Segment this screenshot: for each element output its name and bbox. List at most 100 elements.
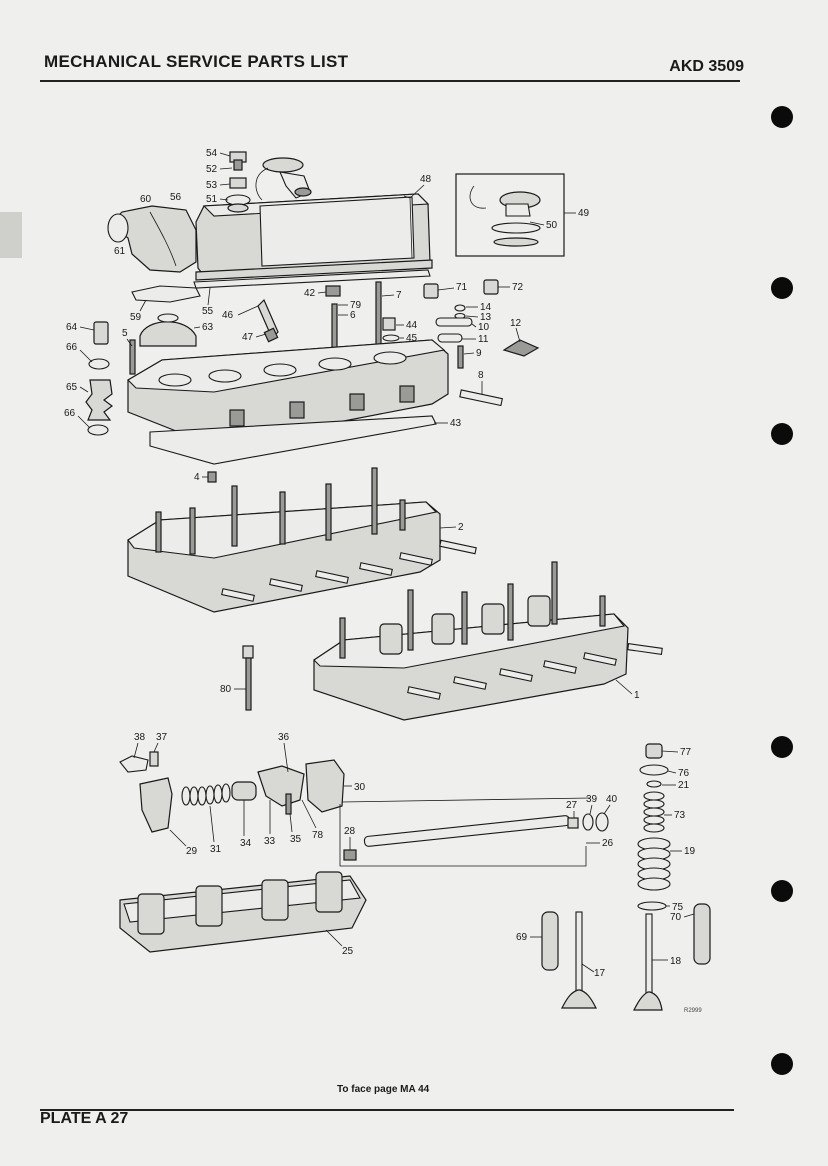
- binder-hole: [771, 880, 793, 902]
- water-outlet-elbow: [107, 205, 197, 273]
- callout: 34: [240, 838, 252, 849]
- callout: 13: [480, 312, 492, 323]
- callout-labels: 54 52 53 51 48 60 56 61 49 50 55 46 59 4…: [64, 148, 702, 1014]
- callout: 9: [476, 348, 482, 359]
- callout: 19: [684, 846, 696, 857]
- callout: 66: [64, 408, 76, 419]
- callout: 70: [670, 912, 682, 923]
- callout: 79: [350, 300, 362, 311]
- callout: 35: [290, 834, 302, 845]
- page-title: MECHANICAL SERVICE PARTS LIST: [44, 52, 349, 71]
- callout: 27: [566, 800, 578, 811]
- callout: 65: [66, 382, 78, 393]
- callout: 71: [456, 282, 468, 293]
- callout: 26: [602, 838, 614, 849]
- spark-plug: [257, 298, 279, 343]
- footer-rule: [40, 1109, 734, 1111]
- cover-nut-stack: [225, 151, 251, 213]
- callout: 30: [354, 782, 366, 793]
- callout: 12: [510, 318, 522, 329]
- rocker-shaft-assembly: [119, 871, 367, 953]
- callout: 76: [678, 768, 690, 779]
- callout: 72: [512, 282, 524, 293]
- binder-hole: [771, 1053, 793, 1075]
- facing-page-note: To face page MA 44: [337, 1084, 430, 1095]
- cylinder-head-assembled: [127, 339, 449, 483]
- valve-guides: [541, 903, 711, 971]
- callout: 78: [312, 830, 324, 841]
- callout: 5: [122, 328, 128, 339]
- binder-hole: [771, 736, 793, 758]
- callout: 80: [220, 684, 232, 695]
- callout: 40: [606, 794, 618, 805]
- rocker-cover: [195, 193, 433, 281]
- callout: 52: [206, 164, 218, 175]
- callout: 69: [516, 932, 528, 943]
- hose-and-clips: [85, 321, 113, 436]
- callout: 75: [672, 902, 684, 913]
- callout: 46: [222, 310, 234, 321]
- callout: 59: [130, 312, 142, 323]
- callout: 60: [140, 194, 152, 205]
- callout: 61: [114, 246, 126, 257]
- thermostat: [139, 313, 197, 347]
- callout: 48: [420, 174, 432, 185]
- callout: 7: [396, 290, 402, 301]
- edge-tab: [0, 212, 22, 258]
- callout: 18: [670, 956, 682, 967]
- callout: 53: [206, 180, 218, 191]
- valves: [561, 911, 663, 1011]
- callout: 28: [344, 826, 356, 837]
- callout: 11: [478, 334, 489, 345]
- callout: 77: [680, 747, 692, 758]
- callout: 10: [478, 322, 490, 333]
- callout: 43: [450, 418, 462, 429]
- callout: 56: [170, 192, 182, 203]
- callout: 44: [406, 320, 418, 331]
- binder-hole: [771, 277, 793, 299]
- callout: 54: [206, 148, 218, 159]
- head-bolt: [242, 645, 254, 711]
- callout: 6: [350, 310, 356, 321]
- callout: 14: [480, 302, 492, 313]
- binder-hole: [771, 423, 793, 445]
- callout: 17: [594, 968, 606, 979]
- callout: 66: [66, 342, 78, 353]
- diagram-reference: R2999: [684, 1008, 702, 1014]
- valve-spring-stack: [637, 743, 671, 911]
- callout: 36: [278, 732, 290, 743]
- oil-filler-cap: [255, 157, 312, 201]
- callout: 45: [406, 333, 418, 344]
- callout: 25: [342, 946, 354, 957]
- cover-gasket-strip: [193, 269, 431, 289]
- callout: 55: [202, 306, 214, 317]
- callout: 31: [210, 844, 222, 855]
- callout: 38: [134, 732, 146, 743]
- binder-hole: [771, 106, 793, 128]
- callout: 33: [264, 836, 276, 847]
- cylinder-head-studded: [127, 467, 477, 613]
- callout: 37: [156, 732, 168, 743]
- callout: 8: [478, 370, 484, 381]
- callout: 51: [206, 194, 218, 205]
- callout: 47: [242, 332, 254, 343]
- callout: 4: [194, 472, 200, 483]
- cylinder-head-with-valves: [313, 561, 663, 721]
- callout: 2: [458, 522, 464, 533]
- callout: 49: [578, 208, 590, 219]
- callout: 42: [304, 288, 316, 299]
- callout: 1: [634, 690, 640, 701]
- callout: 64: [66, 322, 78, 333]
- callout: 63: [202, 322, 214, 333]
- plate-number: PLATE A 27: [40, 1110, 129, 1127]
- callout: 50: [546, 220, 558, 231]
- header-rule: [40, 80, 740, 82]
- callout: 29: [186, 846, 198, 857]
- filler-cap-inset: [455, 173, 565, 257]
- document-code: AKD 3509: [669, 58, 744, 75]
- callout: 73: [674, 810, 686, 821]
- callout: 39: [586, 794, 598, 805]
- callout: 21: [678, 780, 690, 791]
